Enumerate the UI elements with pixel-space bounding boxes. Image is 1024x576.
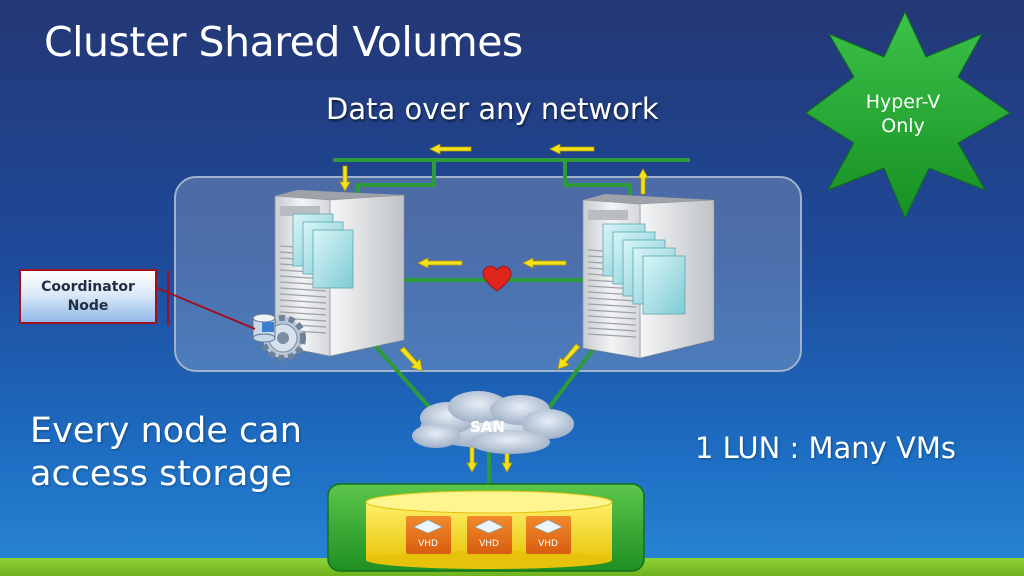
hyper-v-star-badge xyxy=(805,10,1011,220)
coordinator-node-callout: Coordinator Node xyxy=(19,269,157,324)
san-label: SAN xyxy=(470,418,505,436)
vhd-label: VHD xyxy=(418,539,438,549)
lun-caption: 1 LUN : Many VMs xyxy=(695,431,957,465)
coordinator-node-label: Coordinator Node xyxy=(41,278,135,314)
vhd-files xyxy=(406,516,571,554)
database-icon xyxy=(252,313,276,343)
vhd-label: VHD xyxy=(538,539,558,549)
heartbeat-heart-icon xyxy=(482,265,512,292)
hyper-v-badge-label: Hyper-V Only xyxy=(865,91,941,137)
every-node-caption: Every node can access storage xyxy=(30,411,302,494)
coordinator-pointer xyxy=(156,270,256,330)
slide-subtitle: Data over any network xyxy=(326,92,659,126)
left-server-icon xyxy=(274,190,405,357)
network-lines xyxy=(333,158,690,490)
vhd-label: VHD xyxy=(479,539,499,549)
slide-title: Cluster Shared Volumes xyxy=(44,18,523,66)
san-cloud-icon xyxy=(412,391,574,454)
right-server-icon xyxy=(582,194,715,359)
